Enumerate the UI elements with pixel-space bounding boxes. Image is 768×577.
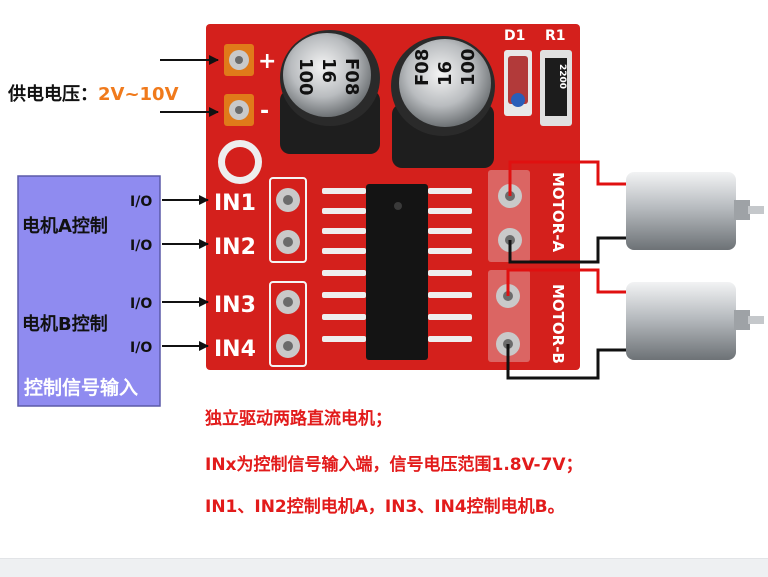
motor-b-control-label: 电机B控制 [22,313,108,335]
cap-left-value: 100 [295,58,316,96]
caption-line-3: IN1、IN2控制电机A，IN3、IN4控制电机B。 [205,497,565,517]
r1-label: R1 [545,28,566,44]
control-signal-box [17,175,161,407]
motor-b-label: MOTOR-B [549,284,567,364]
caption-line-1: 独立驱动两路直流电机； [205,409,392,429]
supply-range: 2V~10V [98,84,179,105]
diode-d1 [504,50,532,116]
supply-label-text: 供电电压： [7,83,98,105]
driver-chip [366,184,428,360]
d1-label: D1 [504,28,525,44]
io-label-2: I/O [130,238,152,254]
motor-a-control-label: 电机A控制 [22,215,108,237]
caption-line-2: INx为控制信号输入端，信号电压范围1.8V-7V； [205,455,583,475]
motor-b [626,282,764,360]
input-pads [269,177,307,367]
resistor-r1 [540,50,572,126]
capacitor-left [280,30,380,154]
in4-label: IN4 [214,337,256,362]
motor-output-pads [488,170,530,362]
control-signal-input-label: 控制信号输入 [24,376,138,399]
cap-right-voltage: 16 [435,61,456,86]
chip-dot [394,202,402,210]
cap-right-code: F08 [412,49,433,86]
motor-a-label: MOTOR-A [549,172,567,252]
io-label-4: I/O [130,340,152,356]
in3-label: IN3 [214,293,256,318]
power-pads [224,44,254,126]
bottom-strip [0,558,768,577]
io-label-3: I/O [130,296,152,312]
motor-wires [506,160,628,380]
cap-left-voltage: 16 [318,58,339,83]
motor-a [626,172,764,250]
minus-sign: - [260,99,269,124]
chip-pads [322,188,472,342]
cap-left-code: F08 [341,58,362,95]
in2-label: IN2 [214,235,256,260]
resistor-code: 2200 [557,64,567,89]
cap-right-value: 100 [458,48,479,86]
in1-label: IN1 [214,191,256,216]
supply-label: 供电电压：2V~10V [7,83,179,105]
capacitor-right [391,36,495,168]
io-label-1: I/O [130,194,152,210]
plus-sign: + [258,49,276,74]
